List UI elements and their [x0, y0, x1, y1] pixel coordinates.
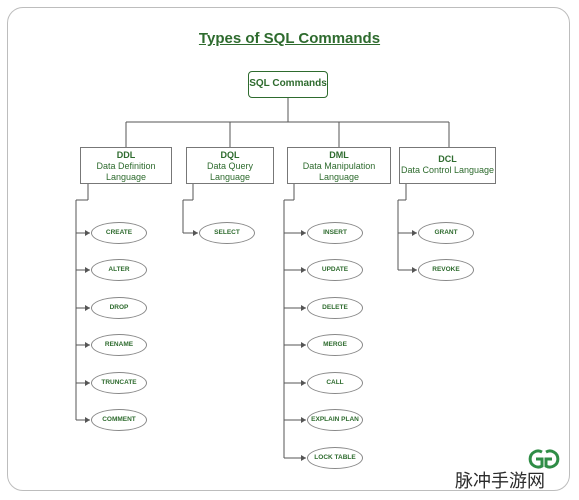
diagram-title: Types of SQL Commands — [198, 30, 381, 47]
command-node: MERGE — [307, 334, 363, 356]
root-node: SQL Commands — [248, 71, 328, 98]
category-abbr: DCL — [438, 154, 457, 164]
command-node: SELECT — [199, 222, 255, 244]
command-node: REVOKE — [418, 259, 474, 281]
command-node: TRUNCATE — [91, 372, 147, 394]
command-node: DELETE — [307, 297, 363, 319]
category-abbr: DQL — [220, 150, 240, 160]
command-node: CALL — [307, 372, 363, 394]
command-node: CREATE — [91, 222, 147, 244]
category-line1: Data Control Language — [400, 165, 495, 175]
category-dcl: DCL Data Control Language — [399, 147, 496, 184]
category-line1: Data Query — [206, 161, 254, 171]
command-node: DROP — [91, 297, 147, 319]
geeksforgeeks-logo-icon — [528, 449, 560, 469]
command-node: ALTER — [91, 259, 147, 281]
command-node: INSERT — [307, 222, 363, 244]
category-line1: Data Manipulation — [302, 161, 376, 171]
category-abbr: DML — [329, 150, 349, 160]
command-node: UPDATE — [307, 259, 363, 281]
category-line2: Language — [318, 172, 360, 182]
command-node: RENAME — [91, 334, 147, 356]
category-dml: DML Data Manipulation Language — [287, 147, 391, 184]
command-node: EXPLAIN PLAN — [307, 409, 363, 431]
category-abbr: DDL — [116, 150, 136, 160]
command-node: COMMENT — [91, 409, 147, 431]
watermark-text: 脉冲手游网 — [455, 471, 545, 492]
category-line1: Data Definition — [96, 161, 156, 171]
command-node: GRANT — [418, 222, 474, 244]
category-ddl: DDL Data Definition Language — [80, 147, 172, 184]
command-node: LOCK TABLE — [307, 447, 363, 469]
category-line2: Language — [105, 172, 147, 182]
category-dql: DQL Data Query Language — [186, 147, 274, 184]
category-line2: Language — [209, 172, 251, 182]
